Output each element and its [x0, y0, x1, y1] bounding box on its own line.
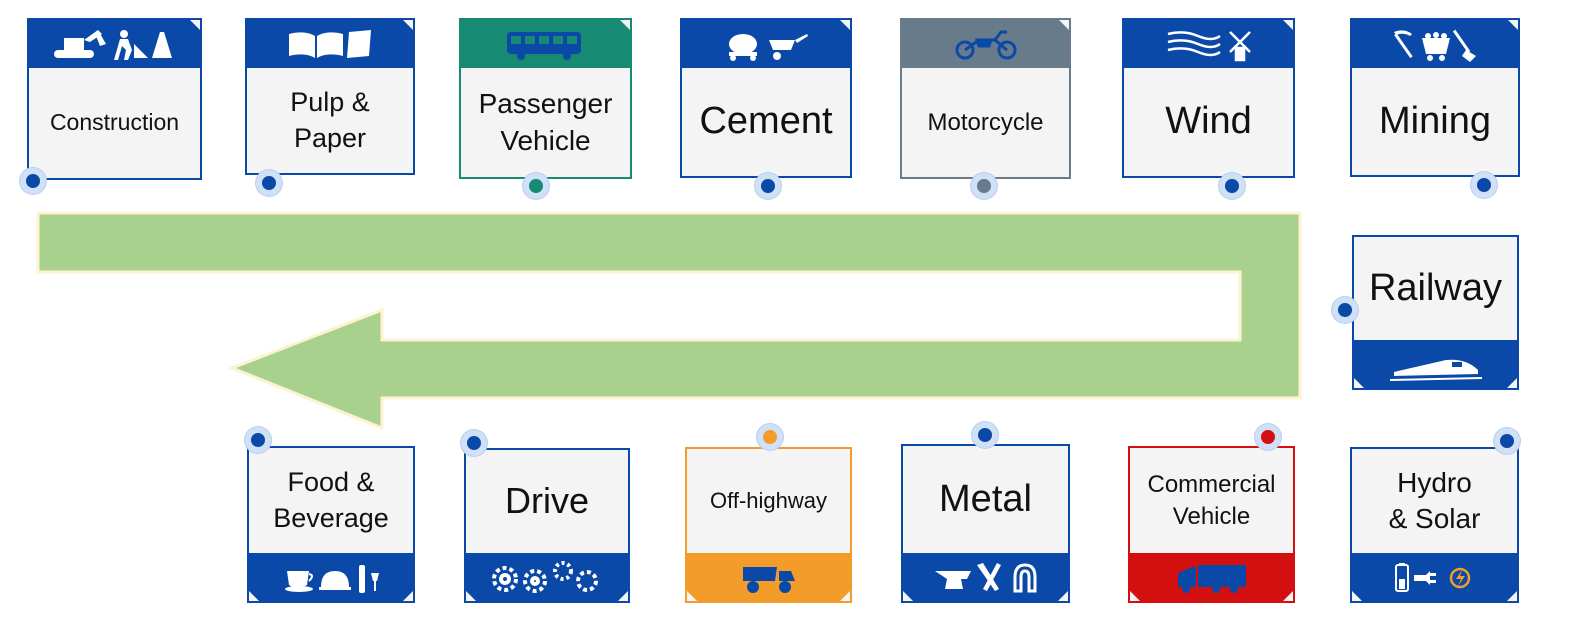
connector-dot-wind [1219, 173, 1245, 199]
wind-windmill-icon [1164, 26, 1254, 62]
off-highway-band [687, 553, 850, 601]
card-hydro-solar: Hydro & Solar [1350, 447, 1519, 603]
connector-dot-motorcycle [971, 173, 997, 199]
card-label: Motorcycle [927, 108, 1044, 136]
card-label: Metal [939, 477, 1032, 520]
metal-band [903, 553, 1068, 601]
cement-band [682, 20, 850, 68]
card-food-beverage: Food & Beverage [247, 446, 415, 603]
motorcycle-icon [951, 26, 1021, 62]
train-icon [1386, 346, 1486, 382]
card-label: Pulp & Paper [290, 87, 370, 153]
drive-band [466, 553, 628, 601]
passenger-vehicle-band [461, 20, 630, 68]
connector-dot-hydro-solar [1494, 428, 1520, 454]
connector-dot-passenger-vehicle [523, 173, 549, 199]
connector-dot-railway [1332, 297, 1358, 323]
card-label: Railway [1368, 266, 1503, 309]
pulp-paper-band [247, 20, 413, 68]
connector-dot-mining [1471, 172, 1497, 198]
card-label: Cement [699, 100, 833, 143]
coffee-cloche-wine-icon [281, 559, 381, 595]
card-label: Commercial Vehicle [1147, 471, 1276, 530]
mining-band [1352, 20, 1518, 68]
card-commercial-vehicle: Commercial Vehicle [1128, 446, 1295, 603]
connector-dot-construction [20, 168, 46, 194]
book-paper-icon [285, 26, 375, 62]
card-passenger-vehicle: Passenger Vehicle [459, 18, 632, 179]
excavator-worker-cone-icon [50, 26, 180, 62]
bus-icon [501, 26, 591, 62]
connector-dot-food-beverage [245, 427, 271, 453]
card-metal: Metal [901, 444, 1070, 603]
dump-truck-icon [739, 559, 799, 595]
cement-mixer-wheelbarrow-icon [721, 26, 811, 62]
card-label: Passenger Vehicle [478, 88, 613, 156]
card-pulp-paper: Pulp & Paper [245, 18, 415, 175]
truck-icon [1172, 559, 1252, 595]
card-drive: Drive [464, 448, 630, 603]
connector-dot-metal [972, 422, 998, 448]
card-wind: Wind [1122, 18, 1295, 178]
card-label: Mining [1379, 99, 1491, 142]
pickaxe-cart-shovel-icon [1390, 26, 1480, 62]
card-label: Food & Beverage [273, 467, 389, 533]
hydro-solar-band [1352, 553, 1517, 601]
construction-band [29, 20, 200, 68]
card-motorcycle: Motorcycle [900, 18, 1071, 179]
connector-dot-cement [755, 173, 781, 199]
card-label: Off-highway [710, 487, 827, 513]
connector-dot-off-highway [757, 424, 783, 450]
card-off-highway: Off-highway [685, 447, 852, 603]
card-label: Wind [1165, 100, 1252, 143]
card-label: Drive [504, 480, 589, 522]
connector-dot-commercial-vehicle [1255, 424, 1281, 450]
card-label: Construction [49, 109, 180, 136]
card-railway: Railway [1352, 235, 1519, 390]
card-label: Hydro & Solar [1388, 466, 1481, 534]
card-construction: Construction [27, 18, 202, 180]
card-mining: Mining [1350, 18, 1520, 177]
battery-plug-sun-icon [1390, 559, 1480, 595]
connector-dot-drive [461, 430, 487, 456]
anvil-tools-horseshoe-icon [931, 559, 1041, 595]
railway-band [1354, 340, 1517, 388]
motorcycle-band [902, 20, 1069, 68]
food-beverage-band [249, 553, 413, 601]
commercial-vehicle-band [1130, 553, 1293, 601]
connector-dot-pulp-paper [256, 170, 282, 196]
card-cement: Cement [680, 18, 852, 178]
wind-band [1124, 20, 1293, 68]
gears-icon [487, 559, 607, 595]
